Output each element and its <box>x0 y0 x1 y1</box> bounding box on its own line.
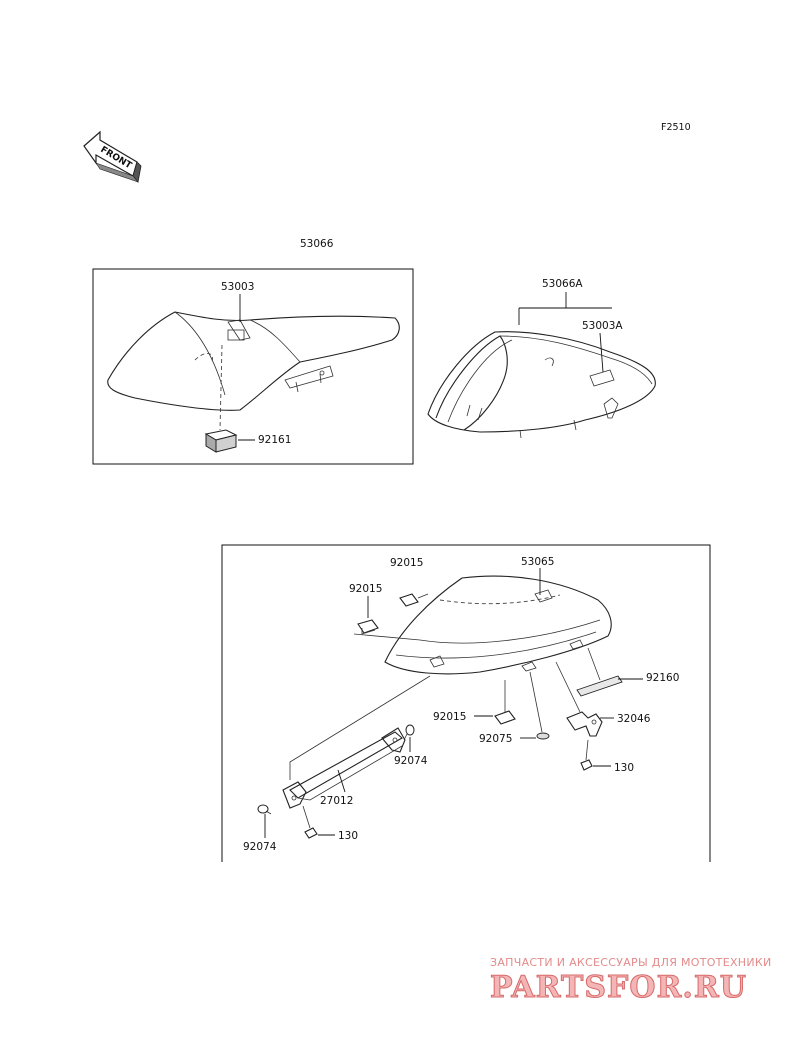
label-27012: 27012 <box>320 795 353 807</box>
seat-pad-illustration <box>204 429 238 453</box>
label-130-left: 130 <box>338 830 358 842</box>
tail-cowl-illustration <box>384 575 612 675</box>
label-92015-top: 92015 <box>390 557 423 569</box>
strip-link-line <box>587 647 601 681</box>
clip-92015-bottom-illustration <box>494 710 516 725</box>
bracket-link-line <box>555 661 581 713</box>
label-92161: 92161 <box>258 434 291 446</box>
group-label-cowl: 53066A <box>542 278 583 290</box>
label-92075: 92075 <box>479 733 512 745</box>
label-92160: 92160 <box>646 672 679 684</box>
label-92015-left: 92015 <box>349 583 382 595</box>
front-arrow-icon: FRONT <box>83 130 142 183</box>
watermark-logo: PARTSFOR.RU <box>490 970 747 1005</box>
group-label-seat: 53066 <box>300 238 334 250</box>
stay-link-line <box>289 675 431 780</box>
strip-92160-illustration <box>576 675 623 697</box>
cap-92074-right-illustration <box>403 724 415 741</box>
label-130-right: 130 <box>614 762 634 774</box>
label-92074-right: 92074 <box>394 755 428 767</box>
clip-92015-left-illustration <box>357 619 379 635</box>
clip-left-link-line <box>353 633 421 641</box>
stay-27012-illustration <box>282 727 406 809</box>
leader-53003A <box>599 332 604 373</box>
figure-code: F2510 <box>661 122 691 133</box>
seat-illustration <box>107 311 400 411</box>
label-53003A: 53003A <box>582 320 623 332</box>
seat-group-frame <box>92 268 414 465</box>
clip-92015-top-illustration <box>399 593 429 607</box>
label-92015-bottom: 92015 <box>433 711 466 723</box>
watermark-tagline: ЗАПЧАСТИ И АКСЕССУАРЫ ДЛЯ МОТОТЕХНИКИ <box>490 956 772 969</box>
label-92074-left: 92074 <box>243 841 277 853</box>
cowl-group-frame <box>221 544 711 862</box>
leader-53066A <box>518 292 612 325</box>
bolt-130-right-illustration <box>580 739 593 771</box>
label-53003: 53003 <box>221 281 254 293</box>
leader-27012 <box>337 769 346 793</box>
grommet-link-line <box>529 671 543 733</box>
bolt-130-left-illustration <box>302 805 318 839</box>
cap-92074-left-illustration <box>257 804 272 815</box>
label-32046: 32046 <box>617 713 651 725</box>
label-53065: 53065 <box>521 556 554 568</box>
grommet-92075-illustration <box>536 732 550 740</box>
cowl-illustration <box>427 331 656 439</box>
seat-pad-dash-line <box>219 344 223 431</box>
bracket-32046-illustration <box>566 711 603 737</box>
